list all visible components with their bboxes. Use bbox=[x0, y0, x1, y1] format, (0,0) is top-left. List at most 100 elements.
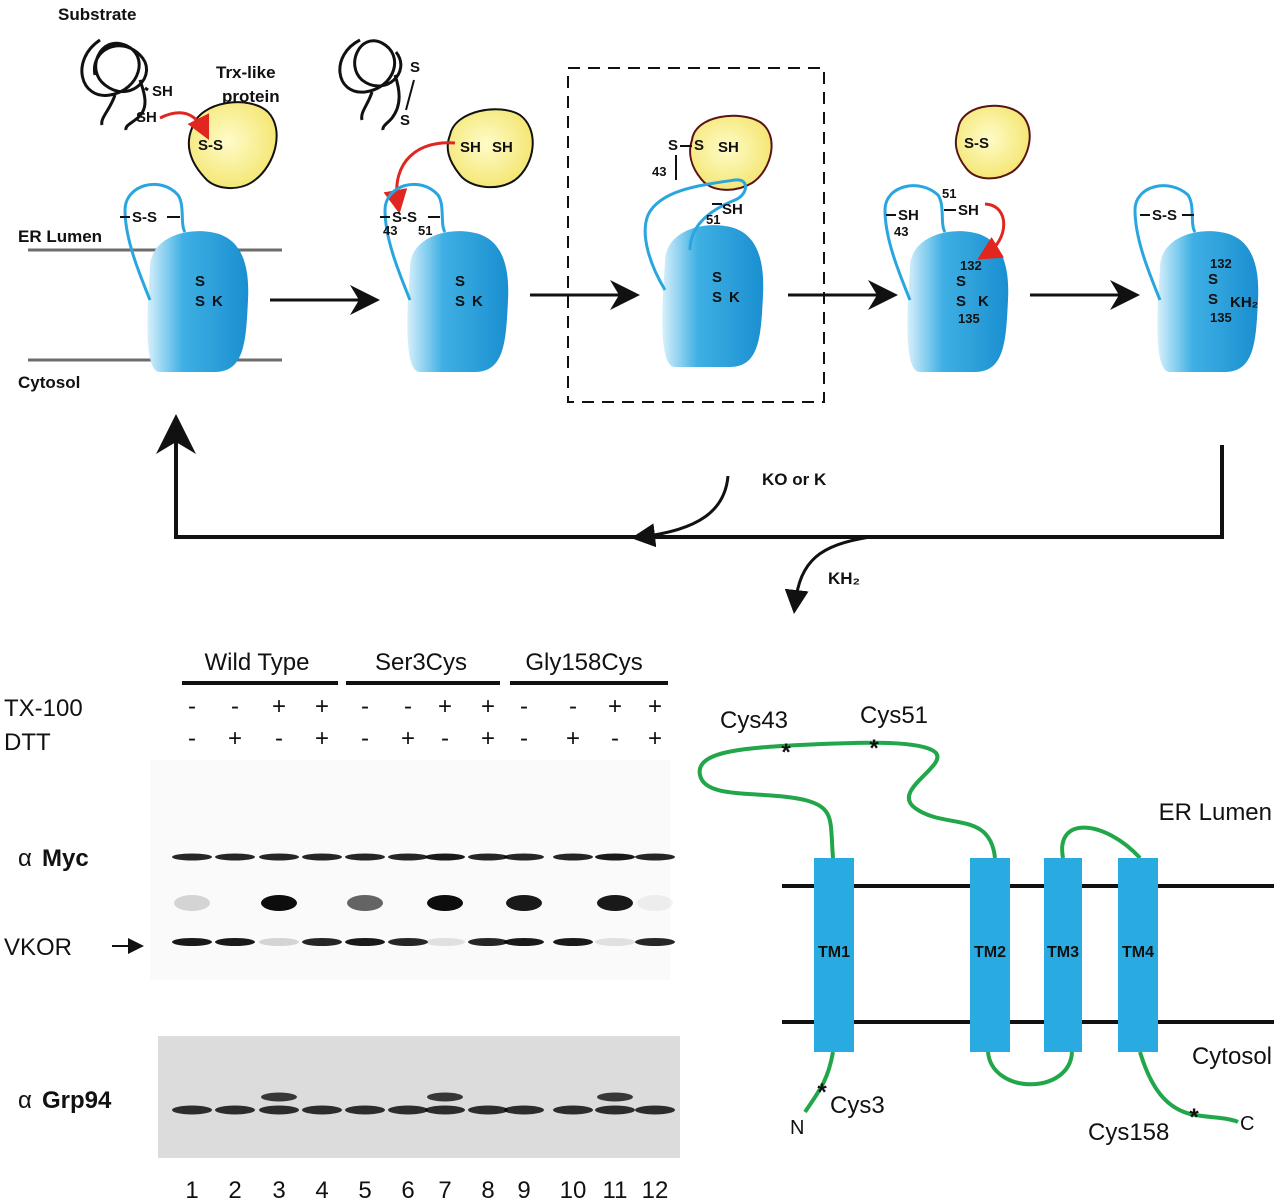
ko-or-k-label: KO or K bbox=[762, 470, 827, 489]
cytosol-label: Cytosol bbox=[18, 373, 80, 392]
myc-band-top-lane-2 bbox=[215, 853, 255, 861]
vkor3-res51: 51 bbox=[706, 212, 720, 227]
tx100-sign-lane-5: - bbox=[361, 693, 369, 720]
tm4-helix bbox=[1118, 858, 1158, 1052]
cys51-label: Cys51 bbox=[860, 702, 928, 729]
vkor-loop-4 bbox=[883, 184, 947, 301]
trx2-sh-2: SH bbox=[492, 139, 513, 156]
myc-band-mid-lane-11 bbox=[597, 895, 633, 911]
dtt-sign-lane-7: - bbox=[441, 725, 449, 752]
myc-band-mid-lane-9 bbox=[506, 895, 542, 911]
vkor1-s-top: S bbox=[195, 273, 205, 290]
myc-band-mid-lane-12 bbox=[637, 895, 673, 911]
trx2-sh-1: SH bbox=[460, 139, 481, 156]
lane-number-3: 3 bbox=[272, 1177, 285, 1204]
grp94-band-lane-6 bbox=[388, 1105, 428, 1115]
tx100-sign-lane-9: - bbox=[520, 693, 528, 720]
alpha-myc-symbol: α bbox=[18, 845, 32, 872]
dtt-sign-lane-10: + bbox=[566, 725, 580, 752]
cys3-star: * bbox=[817, 1079, 827, 1106]
cytosolic-loop bbox=[986, 1051, 1074, 1087]
trx1-ss: S-S bbox=[198, 137, 223, 154]
vkor2-s-bot: S bbox=[455, 293, 465, 310]
trx3-sh: SH bbox=[718, 139, 739, 156]
grp94-band-lane-4 bbox=[302, 1105, 342, 1115]
vkor-loop-5 bbox=[1133, 184, 1197, 301]
vkor-band-lane-12 bbox=[635, 938, 675, 946]
vkor4-s-top: S bbox=[956, 273, 966, 290]
grp94-band-lane-8 bbox=[468, 1105, 508, 1115]
group-ser3cys: Ser3Cys bbox=[375, 649, 467, 676]
tx100-sign-lane-1: - bbox=[188, 693, 196, 720]
trx4-ss: S-S bbox=[964, 135, 989, 152]
vkor1-k: K bbox=[212, 293, 223, 310]
vkor-label: VKOR bbox=[4, 934, 72, 961]
ko-or-k-arrow bbox=[631, 475, 730, 548]
myc-band-mid-lane-1 bbox=[174, 895, 210, 911]
myc-band-top-lane-10 bbox=[553, 853, 593, 861]
vkor1-ss: S-S bbox=[132, 209, 157, 226]
myc-band-mid-lane-5 bbox=[347, 895, 383, 911]
myc-band-top-lane-12 bbox=[635, 853, 675, 861]
myc-band-top-lane-7 bbox=[425, 853, 465, 861]
grp94-label: Grp94 bbox=[42, 1087, 112, 1114]
myc-band-mid-lane-3 bbox=[261, 895, 297, 911]
dtt-signs: -+-+-+-+-+-+ bbox=[188, 725, 662, 752]
myc-band-top-lane-11 bbox=[595, 853, 635, 861]
grp94-blot bbox=[158, 1036, 680, 1158]
lane-number-1: 1 bbox=[185, 1177, 198, 1204]
lane-number-5: 5 bbox=[358, 1177, 371, 1204]
substrate2-s-top: S bbox=[410, 59, 420, 76]
n-terminus bbox=[803, 1051, 835, 1114]
grp94-band-lane-9 bbox=[504, 1105, 544, 1115]
tm3-tm2-loop bbox=[1060, 825, 1142, 860]
myc-band-mid-lane-7 bbox=[427, 895, 463, 911]
substrate-sh-1: SH bbox=[152, 83, 173, 100]
lane-number-7: 7 bbox=[438, 1177, 451, 1204]
tm2-label: TM2 bbox=[974, 944, 1006, 961]
vkor-body-1 bbox=[147, 231, 249, 372]
vkor3-s: S bbox=[668, 137, 678, 154]
vkor2-k: K bbox=[472, 293, 483, 310]
vkor3-sh: SH bbox=[722, 201, 743, 218]
vkor3-res43: 43 bbox=[652, 164, 666, 179]
tm1-helix bbox=[814, 858, 854, 1052]
vkor5-res132: 132 bbox=[1210, 256, 1232, 271]
myc-band-top-lane-1 bbox=[172, 853, 212, 861]
tx100-sign-lane-6: - bbox=[404, 693, 412, 720]
tx100-sign-lane-8: + bbox=[481, 693, 495, 720]
vkor4-res51: 51 bbox=[942, 186, 956, 201]
lane-number-2: 2 bbox=[228, 1177, 241, 1204]
dtt-sign-lane-8: + bbox=[481, 725, 495, 752]
n-terminus-label: N bbox=[790, 1117, 804, 1139]
myc-band-top-lane-3 bbox=[259, 853, 299, 861]
myc-bands bbox=[172, 853, 675, 946]
trx-protein-4 bbox=[954, 104, 1031, 180]
lane-number-9: 9 bbox=[517, 1177, 530, 1204]
vkor4-sh-51: SH bbox=[958, 202, 979, 219]
vkor-body-3 bbox=[662, 225, 764, 367]
dtt-sign-lane-4: + bbox=[315, 725, 329, 752]
vkor-loop-3 bbox=[643, 178, 747, 291]
vkor3-k: K bbox=[729, 289, 740, 306]
vkor2-res51: 51 bbox=[418, 223, 432, 238]
cys3-label: Cys3 bbox=[830, 1092, 885, 1119]
vkor-band-lane-7 bbox=[425, 938, 465, 946]
substrate-sh-2: SH bbox=[136, 109, 157, 126]
vkor3-s-top: S bbox=[712, 269, 722, 286]
vkor2-ss: S-S bbox=[392, 209, 417, 226]
dtt-sign-lane-3: - bbox=[275, 725, 283, 752]
trx-protein-2 bbox=[446, 108, 534, 189]
vkor-band-lane-1 bbox=[172, 938, 212, 946]
c-terminus-label: C bbox=[1240, 1113, 1254, 1135]
myc-band-top-lane-9 bbox=[504, 853, 544, 861]
vkor2-res43: 43 bbox=[383, 223, 397, 238]
myc-band-top-lane-6 bbox=[388, 853, 428, 861]
trx-protein-3 bbox=[689, 114, 773, 191]
cytosol-topology-label: Cytosol bbox=[1192, 1043, 1272, 1070]
cys51-star: * bbox=[869, 735, 879, 762]
myc-band-top-lane-5 bbox=[345, 853, 385, 861]
tm2-helix bbox=[970, 858, 1010, 1052]
